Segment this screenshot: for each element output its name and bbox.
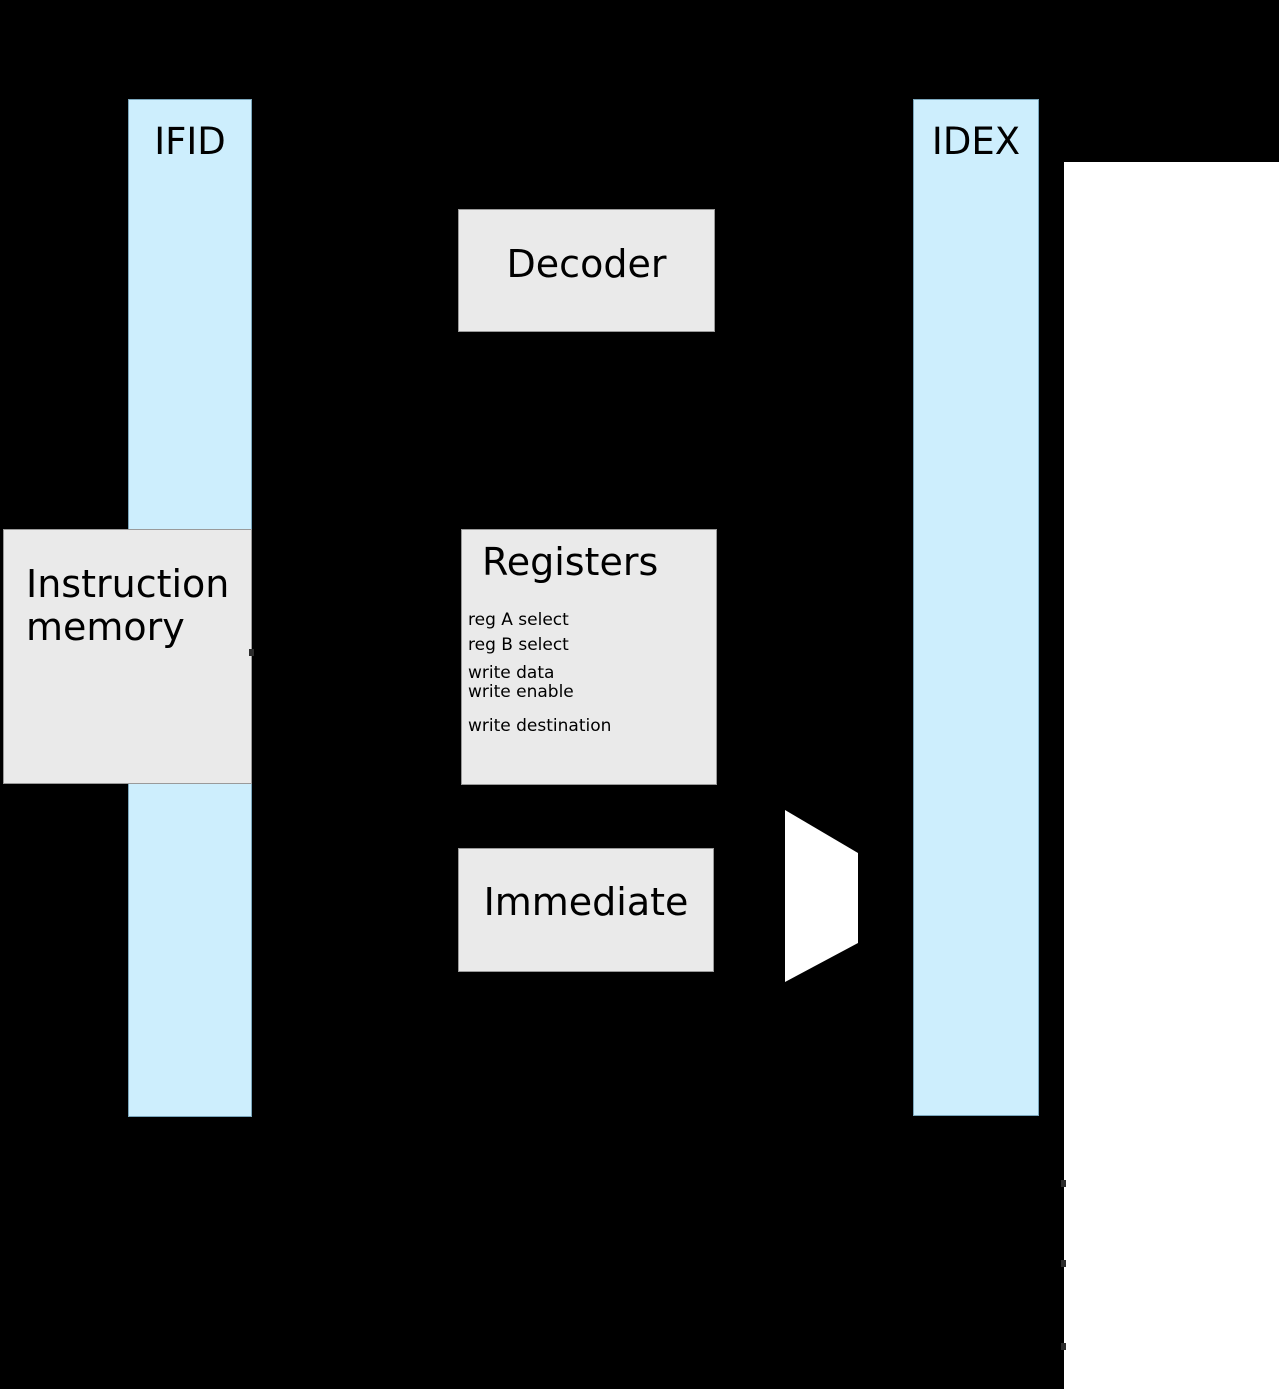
unit-registers[interactable]: Registers reg A select reg B select writ… (461, 529, 717, 785)
pipeline-register-ifid-label: IFID (154, 120, 226, 163)
registers-port-reg-a-select: reg A select (468, 610, 569, 630)
unit-decoder[interactable]: Decoder (458, 209, 715, 332)
registers-port-reg-b-select: reg B select (468, 635, 569, 655)
registers-port-write-enable: write enable (468, 682, 574, 702)
registers-port-write-destination: write destination (468, 716, 612, 736)
unit-instruction-memory-line2: memory (26, 604, 185, 649)
operand-multiplexer[interactable] (785, 810, 859, 982)
connector-stub-right-1 (1061, 1180, 1066, 1187)
unit-registers-label: Registers (482, 540, 659, 584)
multiplexer-icon (785, 810, 858, 982)
unit-immediate-label: Immediate (483, 880, 689, 924)
unit-immediate[interactable]: Immediate (458, 848, 714, 972)
connector-stub-right-2 (1061, 1260, 1066, 1267)
unit-instruction-memory-line1: Instruction (26, 562, 230, 606)
connector-stub-imem-right (249, 649, 254, 656)
pipeline-register-idex-label: IDEX (931, 120, 1021, 163)
pipeline-register-idex[interactable]: IDEX (913, 99, 1039, 1116)
registers-port-write-data: write data (468, 663, 555, 683)
connector-stub-right-3 (1061, 1343, 1066, 1350)
unit-decoder-label: Decoder (506, 242, 667, 286)
